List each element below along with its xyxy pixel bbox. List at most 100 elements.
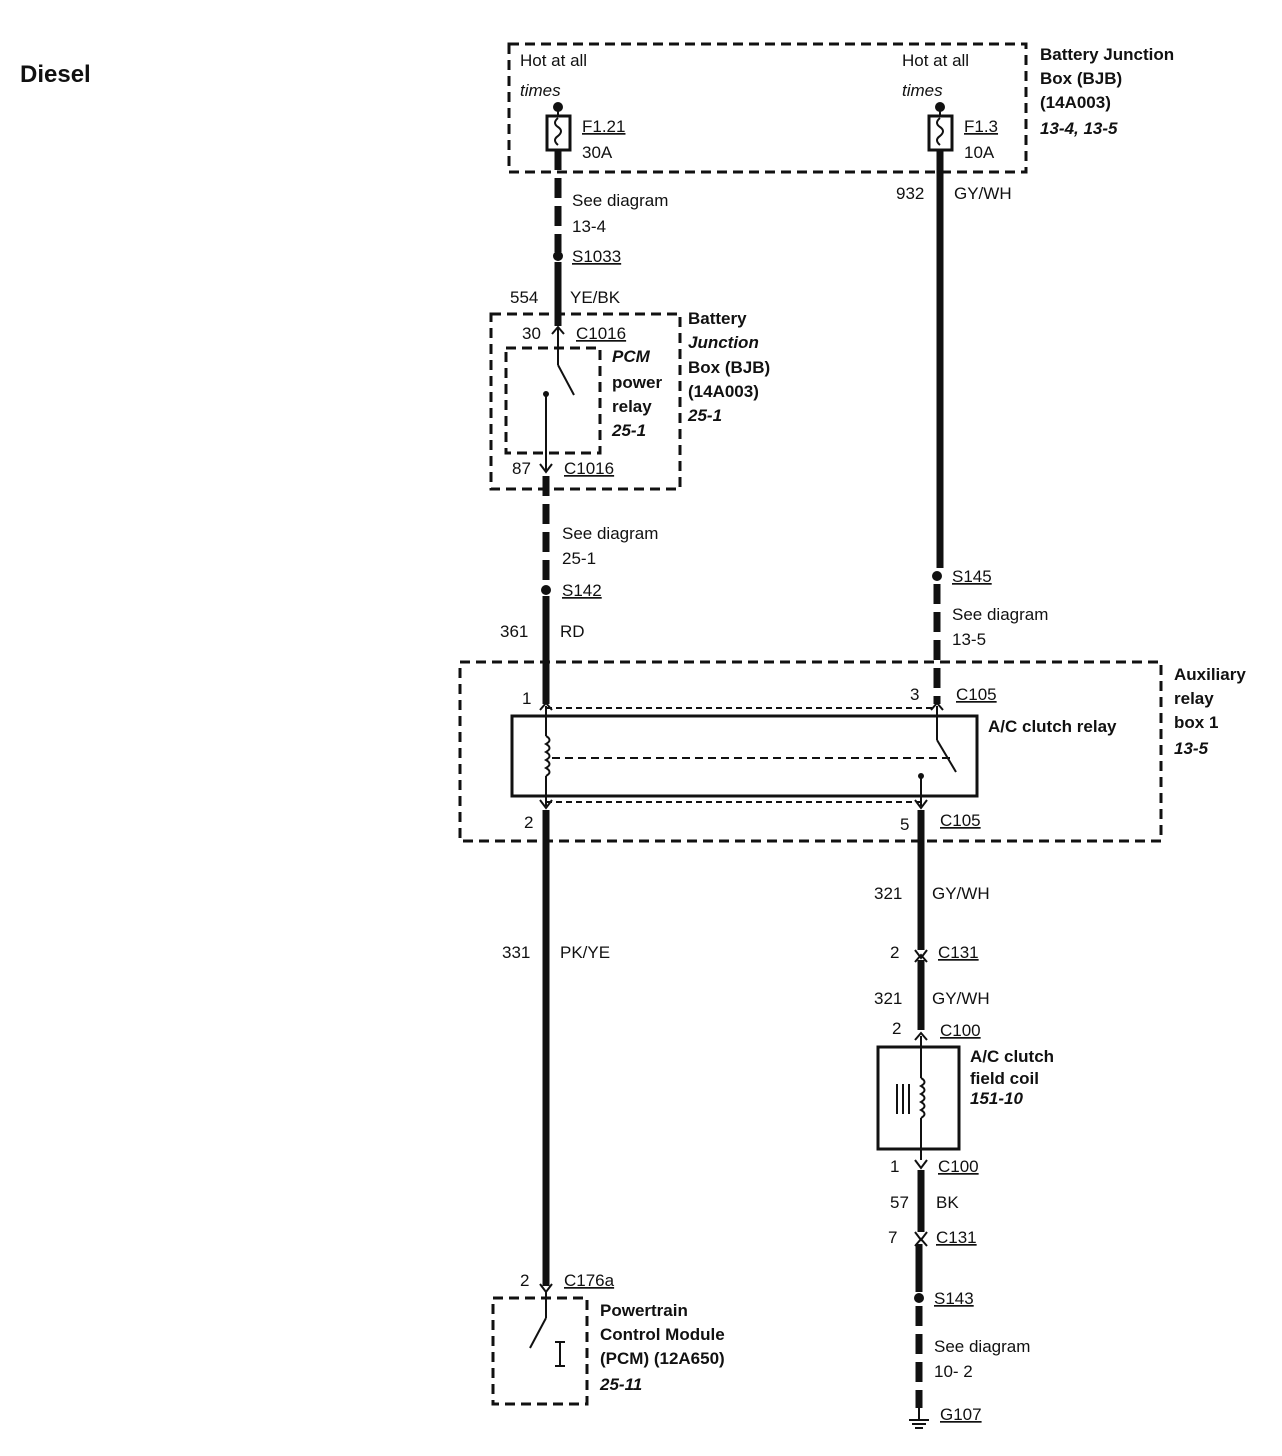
left-fuse-rating: 30A — [582, 143, 613, 162]
relay-contact-arm — [557, 364, 575, 396]
wire-932-color: GY/WH — [954, 184, 1012, 203]
right-see1-line1: See diagram — [952, 605, 1048, 624]
bjb-mid-label-3: Box (BJB) — [688, 358, 770, 377]
wire-321a-circuit: 321 — [874, 884, 902, 903]
pcm-relay-label-1: PCM — [612, 347, 651, 366]
ground-g107-label: G107 — [940, 1405, 982, 1424]
left-fuse-icon — [545, 114, 572, 152]
pin3-connector-icon — [930, 701, 944, 711]
splice-s1033-label: S1033 — [572, 247, 621, 266]
bjb-relay-box — [489, 312, 682, 491]
c176a-pin-label: 2 — [520, 1271, 529, 1290]
c1016-bottom-label: C1016 — [564, 459, 614, 478]
aux-box-name-1: Auxiliary — [1174, 665, 1246, 684]
wire-932-circuit: 932 — [896, 184, 924, 203]
wire-321b-color: GY/WH — [932, 989, 990, 1008]
right-fuse-id: F1.3 — [964, 117, 998, 136]
c131-bottom-label: C131 — [936, 1228, 977, 1247]
pcm-label-3: (PCM) (12A650) — [600, 1349, 725, 1368]
pin87-label: 87 — [512, 459, 531, 478]
c131-top-connector-icon — [914, 949, 928, 963]
aux-pin3-label: 3 — [910, 685, 919, 704]
relay-coil-icon — [543, 735, 551, 777]
c131-top-label: C131 — [938, 943, 979, 962]
splice-s143-label: S143 — [934, 1289, 974, 1308]
left-see1-line2: 13-4 — [572, 217, 606, 236]
bjb-mid-label-1: Battery — [688, 309, 747, 328]
bjb-mid-ref: 25-1 — [687, 406, 722, 425]
hot-right-2: times — [902, 81, 943, 100]
wire-331-color: PK/YE — [560, 943, 610, 962]
wire-361-color: RD — [560, 622, 585, 641]
left-fuse-id: F1.21 — [582, 117, 625, 136]
pcm-switch-arm — [529, 1317, 547, 1349]
left-see2-line1: See diagram — [562, 524, 658, 543]
c131-bottom-pin: 7 — [888, 1228, 897, 1247]
pcm-relay-label-2: power — [612, 373, 662, 392]
c100-top-connector-icon — [914, 1031, 928, 1041]
ac-clutch-coil-box — [876, 1045, 961, 1151]
splice-s142-label: S142 — [562, 581, 602, 600]
bjb-top-name-2: Box (BJB) — [1040, 69, 1122, 88]
ac-clutch-relay-box — [510, 714, 979, 798]
bjb-top-ref: 13-4, 13-5 — [1040, 119, 1118, 138]
wire-57-circuit: 57 — [890, 1193, 909, 1212]
hot-right-1: Hot at all — [902, 51, 969, 70]
c100-top-pin: 2 — [892, 1019, 901, 1038]
splice-s1033-dot — [553, 251, 563, 261]
wire-321b-circuit: 321 — [874, 989, 902, 1008]
right-fuse-icon — [927, 114, 954, 152]
aux-box-name-2: relay — [1174, 689, 1214, 708]
coil-ref: 151-10 — [970, 1089, 1023, 1108]
hot-left-2: times — [520, 81, 561, 100]
pin2-connector-icon — [539, 799, 553, 810]
right-fuse-rating: 10A — [964, 143, 995, 162]
c100-bottom-label: C100 — [938, 1157, 979, 1176]
splice-s145-label: S145 — [952, 567, 992, 586]
pcm-relay-ref: 25-1 — [611, 421, 646, 440]
coil-label-1: A/C clutch — [970, 1047, 1054, 1066]
wire-554-circuit: 554 — [510, 288, 538, 307]
left-see2-line2: 25-1 — [562, 549, 596, 568]
bjb-mid-label-2: Junction — [688, 333, 759, 352]
c105-top-label: C105 — [956, 685, 997, 704]
c131-top-pin: 2 — [890, 943, 899, 962]
c131-bottom-connector-icon — [914, 1231, 928, 1247]
pcm-label-2: Control Module — [600, 1325, 725, 1344]
pcm-relay-label-3: relay — [612, 397, 652, 416]
wire-321a-color: GY/WH — [932, 884, 990, 903]
splice-s142-dot — [541, 585, 551, 595]
lower-see-line1: See diagram — [934, 1337, 1030, 1356]
aux-pin2-label: 2 — [524, 813, 533, 832]
pcm-box — [491, 1296, 589, 1406]
c176a-label: C176a — [564, 1271, 615, 1290]
pin5-connector-icon — [914, 799, 928, 810]
pcm-power-relay-box — [504, 346, 602, 455]
bjb-top-box — [507, 42, 1028, 174]
wire-331-circuit: 331 — [502, 943, 530, 962]
relay-switch-arm — [936, 739, 957, 773]
c1016-pin87-connector-icon — [539, 463, 553, 474]
left-see1-line1: See diagram — [572, 191, 668, 210]
right-fuse-element-icon — [936, 117, 944, 146]
ac-clutch-relay-label: A/C clutch relay — [988, 717, 1117, 736]
pin30-label: 30 — [522, 324, 541, 343]
aux-box-name-3: box 1 — [1174, 713, 1218, 732]
left-fuse-element-icon — [554, 117, 562, 146]
bjb-top-name-1: Battery Junction — [1040, 45, 1174, 64]
aux-relay-box — [458, 660, 1163, 843]
hot-left-1: Hot at all — [520, 51, 587, 70]
pcm-ref: 25-11 — [599, 1375, 642, 1394]
aux-pin5-label: 5 — [900, 815, 909, 834]
wire-554-color: YE/BK — [570, 288, 621, 307]
splice-s143-dot — [914, 1293, 924, 1303]
c100-top-label: C100 — [940, 1021, 981, 1040]
coil-label-2: field coil — [970, 1069, 1039, 1088]
bjb-mid-label-4: (14A003) — [688, 382, 759, 401]
c1016-top-label: C1016 — [576, 324, 626, 343]
lower-see-line2: 10- 2 — [934, 1362, 973, 1381]
wire-57-color: BK — [936, 1193, 959, 1212]
c105-bottom-label: C105 — [940, 811, 981, 830]
aux-pin1-label: 1 — [522, 689, 531, 708]
